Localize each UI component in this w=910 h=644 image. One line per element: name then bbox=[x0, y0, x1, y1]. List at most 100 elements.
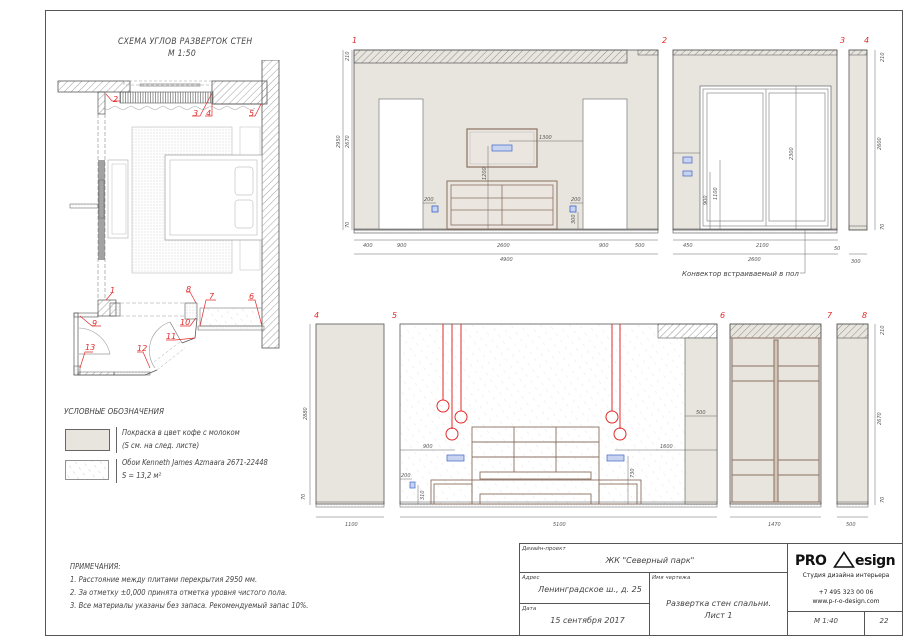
logo-delta-icon bbox=[833, 551, 855, 568]
elevation-wall-6-7: 1470 bbox=[729, 323, 822, 528]
studio-phone: +7 495 323 00 06 bbox=[818, 589, 874, 596]
legend-swatch-wallpaper bbox=[65, 460, 109, 480]
logo-esign: esign bbox=[855, 553, 896, 569]
svg-text:7: 7 bbox=[827, 311, 833, 320]
svg-text:310: 310 bbox=[420, 490, 426, 500]
svg-text:200: 200 bbox=[401, 473, 411, 479]
note-2: 2. За отметку ±0,000 принята отметка уро… bbox=[70, 588, 288, 597]
project-label: Дизайн-проект bbox=[522, 546, 566, 552]
drawing-label: Имя чертежа bbox=[652, 575, 691, 581]
legend-title: УСЛОВНЫЕ ОБОЗНАЧЕНИЯ bbox=[64, 407, 165, 416]
svg-text:2: 2 bbox=[662, 36, 667, 45]
tb-line bbox=[649, 572, 650, 636]
svg-text:500: 500 bbox=[696, 410, 706, 416]
svg-text:8: 8 bbox=[862, 311, 867, 320]
svg-text:11: 11 bbox=[166, 332, 176, 341]
svg-text:4900: 4900 bbox=[500, 257, 513, 263]
svg-text:4: 4 bbox=[314, 311, 319, 320]
svg-text:900: 900 bbox=[423, 444, 433, 450]
svg-text:1100: 1100 bbox=[345, 522, 358, 528]
svg-text:2670: 2670 bbox=[877, 412, 883, 425]
svg-text:4: 4 bbox=[206, 109, 211, 118]
svg-text:70: 70 bbox=[880, 224, 886, 230]
svg-text:1200: 1200 bbox=[482, 167, 488, 180]
legend-wallpaper-line1: Обои Kenneth James Azmaara 2671-22448 bbox=[122, 458, 268, 467]
tb-line bbox=[787, 543, 788, 636]
svg-text:70: 70 bbox=[880, 497, 886, 503]
elevation-wall-4-5: 2880 70 1100 bbox=[301, 323, 385, 528]
svg-text:300: 300 bbox=[571, 214, 577, 224]
drawing-value-2: Лист 1 bbox=[704, 611, 733, 620]
svg-text:3: 3 bbox=[193, 109, 198, 118]
svg-text:70: 70 bbox=[301, 494, 307, 500]
svg-text:1300: 1300 bbox=[539, 135, 552, 141]
svg-text:200: 200 bbox=[424, 197, 434, 203]
tb-line bbox=[787, 611, 903, 612]
svg-text:1100: 1100 bbox=[713, 187, 719, 200]
elevations-top: 1300 1200 200 200 300 2950 2670 210 70 4… bbox=[336, 36, 886, 278]
svg-text:5100: 5100 bbox=[553, 522, 566, 528]
svg-text:450: 450 bbox=[683, 243, 693, 249]
svg-text:500: 500 bbox=[635, 243, 645, 249]
legend-wallpaper-line2: S = 13,2 м² bbox=[122, 471, 162, 480]
elevation-wall-1-2: 1300 1200 200 200 300 2950 2670 210 70 4… bbox=[336, 49, 659, 263]
svg-text:13: 13 bbox=[85, 343, 95, 352]
svg-text:2600: 2600 bbox=[748, 257, 761, 263]
svg-text:900: 900 bbox=[599, 243, 609, 249]
svg-text:400: 400 bbox=[363, 243, 373, 249]
svg-text:12: 12 bbox=[137, 344, 147, 353]
svg-text:4: 4 bbox=[864, 36, 869, 45]
sheet-number: 22 bbox=[879, 617, 889, 625]
svg-text:5: 5 bbox=[249, 109, 254, 118]
legend-divider bbox=[116, 459, 117, 483]
elevation-wall-7-8: 210 2670 70 500 bbox=[836, 323, 886, 528]
tb-line bbox=[519, 572, 787, 573]
svg-text:1: 1 bbox=[352, 36, 357, 45]
svg-text:900: 900 bbox=[703, 195, 709, 205]
svg-text:300: 300 bbox=[851, 259, 861, 265]
tb-line bbox=[864, 611, 865, 636]
svg-text:6: 6 bbox=[249, 292, 254, 301]
svg-text:500: 500 bbox=[846, 522, 856, 528]
studio-website: www.p-r-o-design.com bbox=[812, 598, 880, 605]
legend-paint-line1: Покраска в цвет кофе с молоком bbox=[122, 428, 240, 437]
legend-swatch-paint bbox=[65, 429, 110, 451]
elevation-wall-2-3: 900 1100 2300 450 2100 50 2600 Конвектор… bbox=[672, 49, 840, 278]
svg-text:1: 1 bbox=[110, 286, 115, 295]
svg-text:1600: 1600 bbox=[660, 444, 673, 450]
date-value: 15 сентября 2017 bbox=[550, 616, 625, 625]
svg-text:2: 2 bbox=[113, 95, 118, 104]
elevation-wall-3-4: 210 2600 70 300 bbox=[848, 49, 886, 265]
svg-text:900: 900 bbox=[397, 243, 407, 249]
svg-text:9: 9 bbox=[92, 319, 97, 328]
tb-line bbox=[519, 603, 649, 604]
legend-paint-line2: (S см. на след. листе) bbox=[122, 441, 200, 450]
studio-name: Студия дизайна интерьера bbox=[802, 572, 890, 579]
svg-text:2100: 2100 bbox=[756, 243, 769, 249]
floor-plan: 2 3 4 5 1 8 7 6 9 10 11 12 13 bbox=[57, 60, 280, 376]
svg-text:10: 10 bbox=[180, 318, 190, 327]
drawing-scale: М 1:40 bbox=[814, 617, 838, 625]
note-3: 3. Все материалы указаны без запаса. Рек… bbox=[70, 601, 309, 610]
svg-text:8: 8 bbox=[186, 285, 191, 294]
scheme-title: СХЕМА УГЛОВ РАЗВЕРТОК СТЕН bbox=[118, 37, 253, 47]
svg-text:2600: 2600 bbox=[877, 137, 883, 150]
svg-text:6: 6 bbox=[720, 311, 725, 320]
elevation-wall-5-6: 900 1600 500 200 310 730 5100 bbox=[399, 323, 718, 528]
svg-text:5: 5 bbox=[392, 311, 397, 320]
svg-text:1470: 1470 bbox=[768, 522, 781, 528]
svg-text:50: 50 bbox=[834, 246, 840, 252]
convector-note: Конвектор встраиваемый в пол bbox=[682, 270, 799, 278]
notes-title: ПРИМЕЧАНИЯ: bbox=[70, 562, 121, 571]
svg-text:7: 7 bbox=[209, 292, 215, 301]
address-label: Адрес bbox=[522, 575, 540, 581]
svg-text:2600: 2600 bbox=[497, 243, 510, 249]
drawing-value-1: Развертка стен спальни. bbox=[666, 599, 771, 608]
svg-text:200: 200 bbox=[571, 197, 581, 203]
svg-text:730: 730 bbox=[630, 468, 636, 478]
svg-text:2670: 2670 bbox=[345, 135, 351, 148]
svg-text:2880: 2880 bbox=[303, 407, 309, 420]
logo-pro: PRO bbox=[795, 553, 827, 569]
svg-text:2300: 2300 bbox=[789, 147, 795, 160]
svg-text:2950: 2950 bbox=[336, 135, 342, 148]
